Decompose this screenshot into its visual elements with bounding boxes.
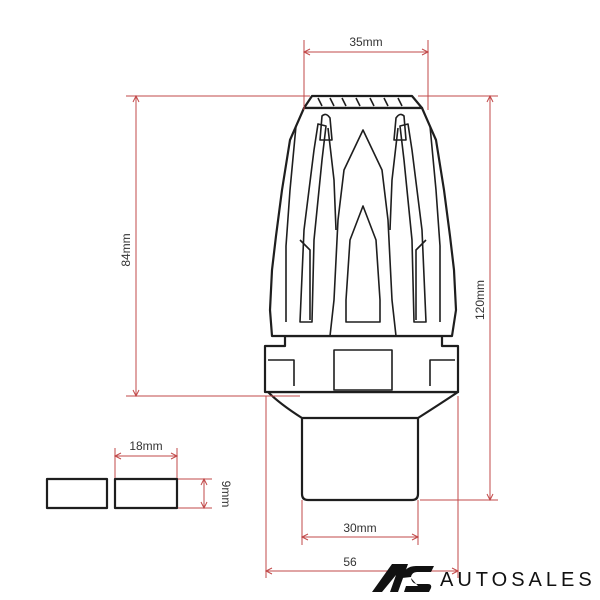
dim-label-total-height: 120mm (473, 280, 487, 320)
dim-label-insert-width: 18mm (129, 439, 162, 453)
brand-name: AUTOSALES (440, 569, 596, 591)
dim-label-bottom-width: 56 (343, 555, 357, 569)
insert-block-left (45, 477, 109, 510)
as-logo-mark-icon (372, 564, 434, 592)
dim-label-base-width: 30mm (343, 521, 376, 535)
dimension-lines (113, 40, 498, 578)
dim-label-top-width: 35mm (349, 35, 382, 49)
insert-block-right (113, 477, 179, 510)
dim-label-insert-height: 9mm (219, 481, 233, 508)
insert-blocks (45, 477, 179, 510)
dim-label-body-height: 84mm (119, 233, 133, 266)
part-outline (263, 94, 460, 502)
